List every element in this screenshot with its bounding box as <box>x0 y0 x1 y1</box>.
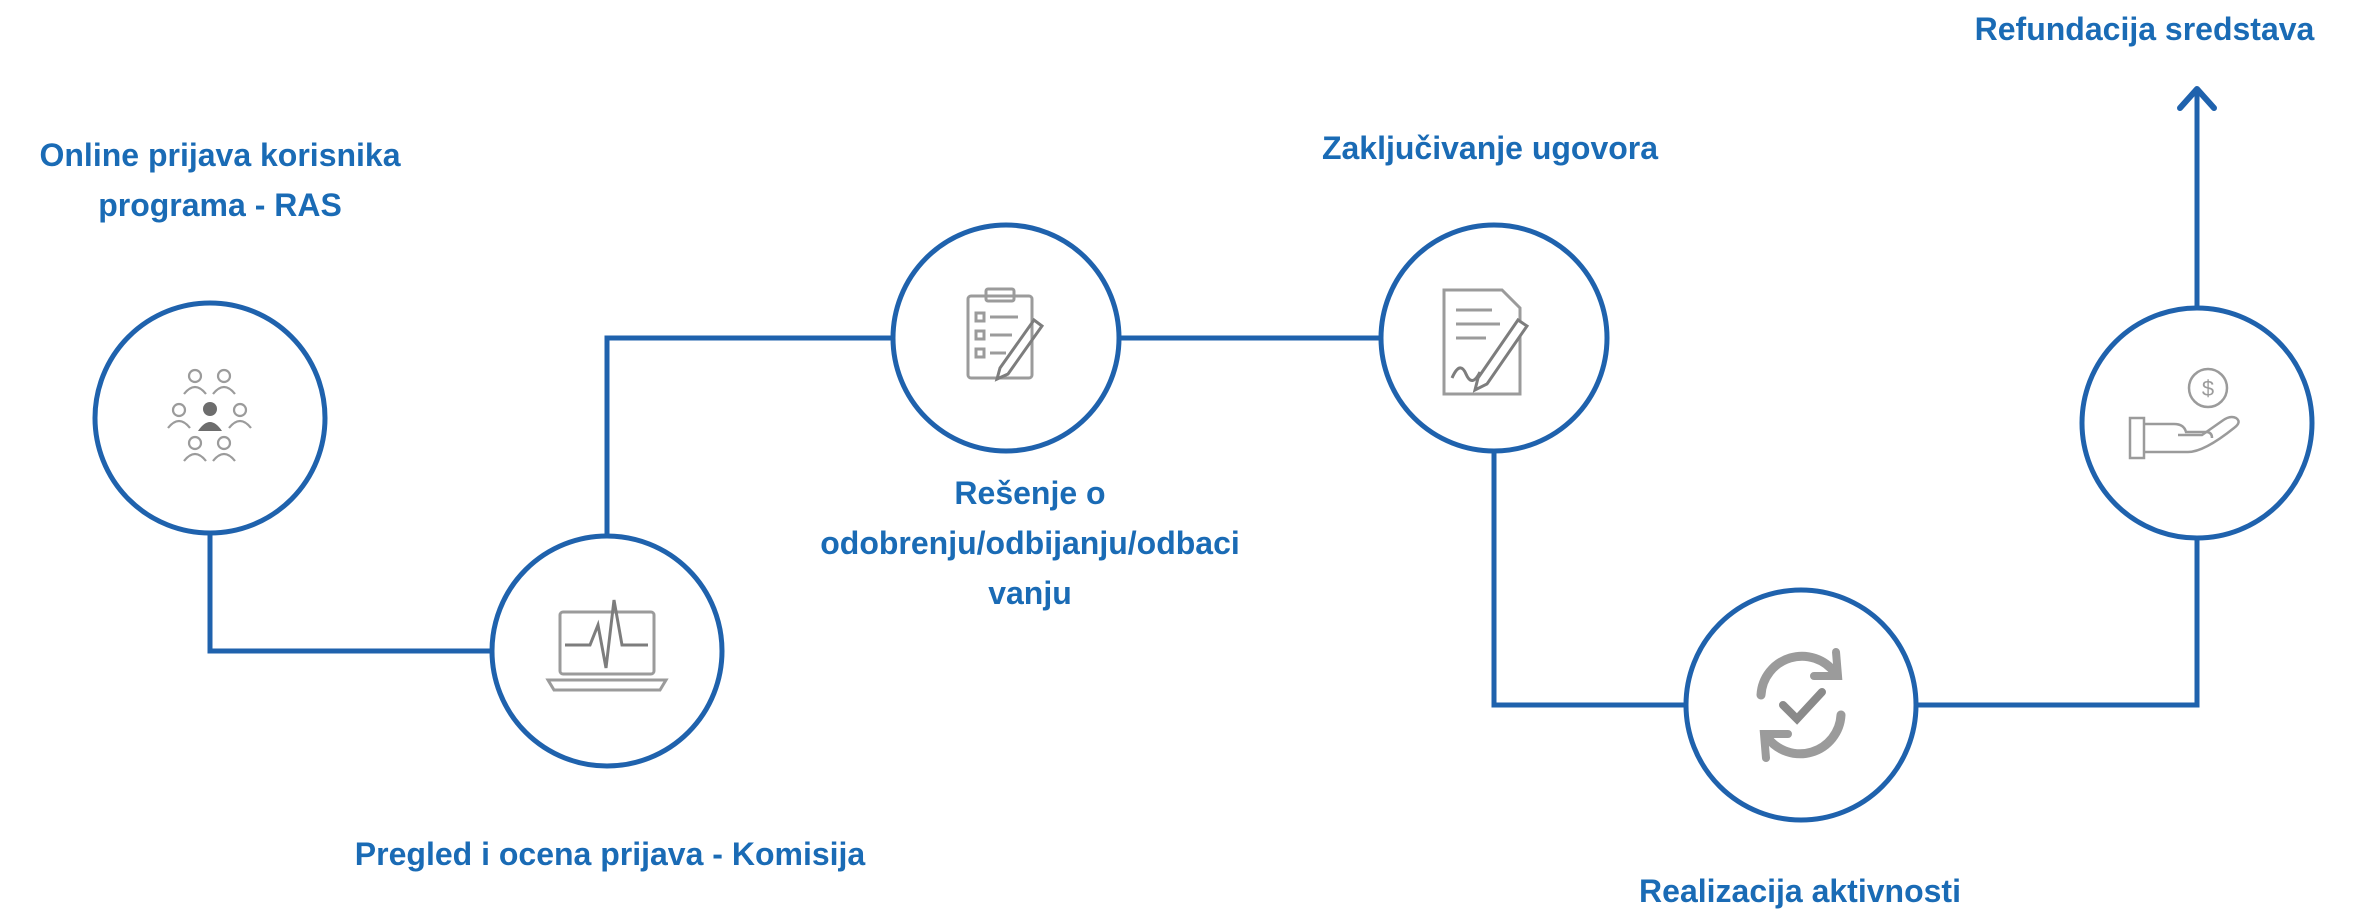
step-label-refundacija: Refundacija sredstava <box>1920 4 2369 54</box>
arrow-up-icon <box>2177 86 2217 111</box>
label-line: Refundacija sredstava <box>1974 11 2315 47</box>
step-label-resenje: Rešenje o odobrenju/odbijanju/odbaci van… <box>770 468 1290 618</box>
connector-line <box>1491 448 1686 708</box>
step-label-online-prijava: Online prijava korisnika programa - RAS <box>0 130 440 230</box>
checklist-pen-icon <box>966 287 1045 382</box>
label-line: Realizacija aktivnosti <box>1639 873 1961 909</box>
step-label-zakljucivanje: Zaključivanje ugovora <box>1240 123 1740 173</box>
step-node-4 <box>1378 222 1610 454</box>
hand-coin-icon: $ <box>2128 367 2240 460</box>
label-line: Rešenje o <box>954 475 1106 511</box>
step-label-pregled-i-ocena: Pregled i ocena prijava - Komisija <box>300 829 920 879</box>
connector-line <box>604 335 892 534</box>
people-group-icon <box>167 368 252 462</box>
refresh-check-icon <box>1756 648 1846 762</box>
step-circle <box>2079 305 2315 541</box>
step-node-5 <box>1683 587 1919 823</box>
step-node-1 <box>92 300 328 536</box>
step-circle <box>890 222 1122 454</box>
label-line: programa - RAS <box>98 187 342 223</box>
step-circle <box>1378 222 1610 454</box>
label-line: vanju <box>988 575 1072 611</box>
label-line: Online prijava korisnika <box>39 137 401 173</box>
step-circle <box>92 300 328 536</box>
step-circle <box>1683 587 1919 823</box>
step-node-3 <box>890 222 1122 454</box>
step-label-realizacija: Realizacija aktivnosti <box>1540 866 2060 916</box>
label-line: odobrenju/odbijanju/odbaci <box>820 525 1240 561</box>
label-line: Zaključivanje ugovora <box>1321 130 1659 166</box>
step-node-6: $ <box>2079 305 2315 541</box>
label-line: Pregled i ocena prijava - Komisija <box>354 836 866 872</box>
contract-sign-icon <box>1442 288 1530 396</box>
laptop-pulse-icon <box>545 599 669 692</box>
svg-text:$: $ <box>2202 376 2214 401</box>
step-node-2 <box>489 533 725 769</box>
